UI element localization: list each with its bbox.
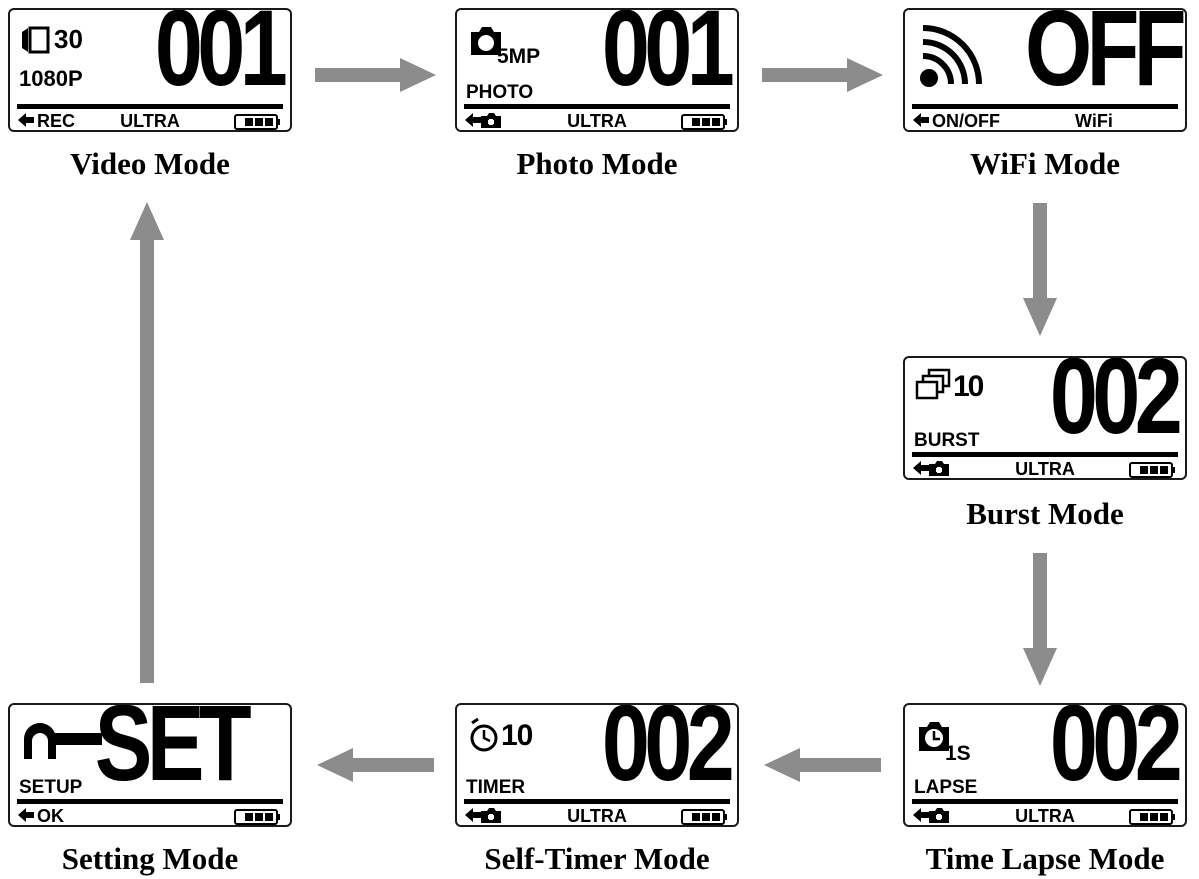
battery-icon: [1129, 809, 1175, 825]
lcd-divider: [912, 452, 1178, 457]
small-camera-icon: [481, 113, 501, 128]
photo-quality: ULTRA: [567, 111, 627, 131]
timelapse-counter: 002: [1049, 703, 1183, 803]
stopwatch-icon: [470, 717, 498, 752]
video-quality: ULTRA: [120, 111, 180, 131]
wifi-mode-caption: WiFi Mode: [969, 146, 1121, 181]
timelapse-quality: ULTRA: [1015, 806, 1075, 826]
battery-icon: [681, 809, 727, 825]
left-arrow-icon: [913, 113, 929, 127]
wifi-signal-icon: [920, 25, 982, 87]
timer-quality: ULTRA: [567, 806, 627, 826]
arrow-setting-to-video: [130, 202, 164, 683]
clock-camera-icon: [919, 722, 949, 751]
video-resolution: 1080P: [19, 66, 83, 91]
photo-status-bar: ULTRA: [457, 111, 737, 131]
burst-frames-icon: [915, 368, 951, 400]
arrow-wifi-to-burst: [1023, 203, 1057, 336]
video-mode-caption: Video Mode: [70, 146, 230, 181]
burst-count: 10: [953, 370, 984, 403]
wifi-onoff-label: ON/OFF: [932, 111, 1000, 131]
battery-icon: [234, 809, 280, 825]
timer-mode-screen: 10 TIMER 002 ULTRA: [455, 703, 739, 827]
camera-icon: [471, 27, 501, 55]
photo-mode-caption: Photo Mode: [516, 146, 678, 181]
burst-mode-screen: 10 BURST 002 ULTRA: [903, 356, 1187, 480]
video-camera-icon: [22, 26, 50, 54]
timer-label: TIMER: [466, 777, 526, 798]
wifi-status-bar: ON/OFF WiFi: [905, 111, 1185, 131]
left-arrow-icon: [913, 461, 929, 475]
arrow-video-to-photo: [315, 58, 436, 92]
timer-seconds: 10: [501, 719, 533, 752]
small-camera-icon: [481, 808, 501, 823]
photo-label: PHOTO: [466, 82, 534, 103]
lcd-divider: [17, 799, 283, 804]
timelapse-status-bar: ULTRA: [905, 806, 1185, 826]
setting-mode-screen: + SETUP SET OK: [8, 703, 292, 827]
timer-mode-caption: Self-Timer Mode: [484, 841, 710, 876]
lcd-divider: [912, 799, 1178, 804]
lcd-divider: [17, 104, 283, 109]
arrow-burst-to-timelapse: [1023, 553, 1057, 686]
timelapse-interval: 1S: [945, 742, 971, 765]
svg-text:+: +: [102, 727, 108, 738]
timelapse-mode-caption: Time Lapse Mode: [925, 841, 1165, 876]
left-arrow-icon: [465, 113, 481, 127]
wifi-state: OFF: [1025, 8, 1185, 108]
photo-megapixels: 5MP: [497, 45, 541, 68]
key-icon: +: [24, 723, 108, 759]
arrow-timelapse-to-timer: [764, 748, 881, 782]
burst-quality: ULTRA: [1015, 459, 1075, 479]
setting-ok-label: OK: [37, 806, 64, 826]
video-mode-screen: 30 1080P 001 REC ULTRA: [8, 8, 292, 132]
setting-mode-caption: Setting Mode: [61, 841, 239, 876]
timer-status-bar: ULTRA: [457, 806, 737, 826]
video-status-bar: REC ULTRA: [10, 111, 290, 131]
left-arrow-icon: [913, 808, 929, 822]
video-fps: 30: [54, 24, 83, 54]
burst-counter: 002: [1049, 356, 1183, 456]
timer-counter: 002: [601, 703, 735, 803]
burst-status-bar: ULTRA: [905, 459, 1185, 479]
setting-state: SET: [94, 703, 252, 803]
video-rec-label: REC: [37, 111, 76, 131]
left-arrow-icon: [465, 808, 481, 822]
burst-mode-caption: Burst Mode: [966, 496, 1124, 531]
battery-icon: [234, 114, 280, 130]
photo-mode-screen: 5MP PHOTO 001 ULTRA: [455, 8, 739, 132]
wifi-label: WiFi: [1075, 111, 1113, 131]
battery-icon: [681, 114, 727, 130]
photo-counter: 001: [601, 8, 735, 108]
left-arrow-icon: [18, 808, 34, 822]
timelapse-mode-screen: 1S LAPSE 002 ULTRA: [903, 703, 1187, 827]
arrow-timer-to-setting: [317, 748, 434, 782]
small-camera-icon: [929, 808, 949, 823]
lcd-divider: [464, 799, 730, 804]
video-counter: 001: [154, 8, 288, 108]
left-arrow-icon: [18, 113, 34, 127]
battery-icon: [1129, 462, 1175, 478]
small-camera-icon: [929, 461, 949, 476]
lcd-divider: [464, 104, 730, 109]
burst-label: BURST: [914, 430, 980, 451]
setting-status-bar: OK: [10, 806, 290, 826]
setting-label: SETUP: [19, 777, 83, 798]
timelapse-label: LAPSE: [914, 777, 978, 798]
arrow-photo-to-wifi: [762, 58, 883, 92]
wifi-mode-screen: OFF ON/OFF WiFi: [903, 8, 1187, 132]
lcd-divider: [912, 104, 1178, 109]
